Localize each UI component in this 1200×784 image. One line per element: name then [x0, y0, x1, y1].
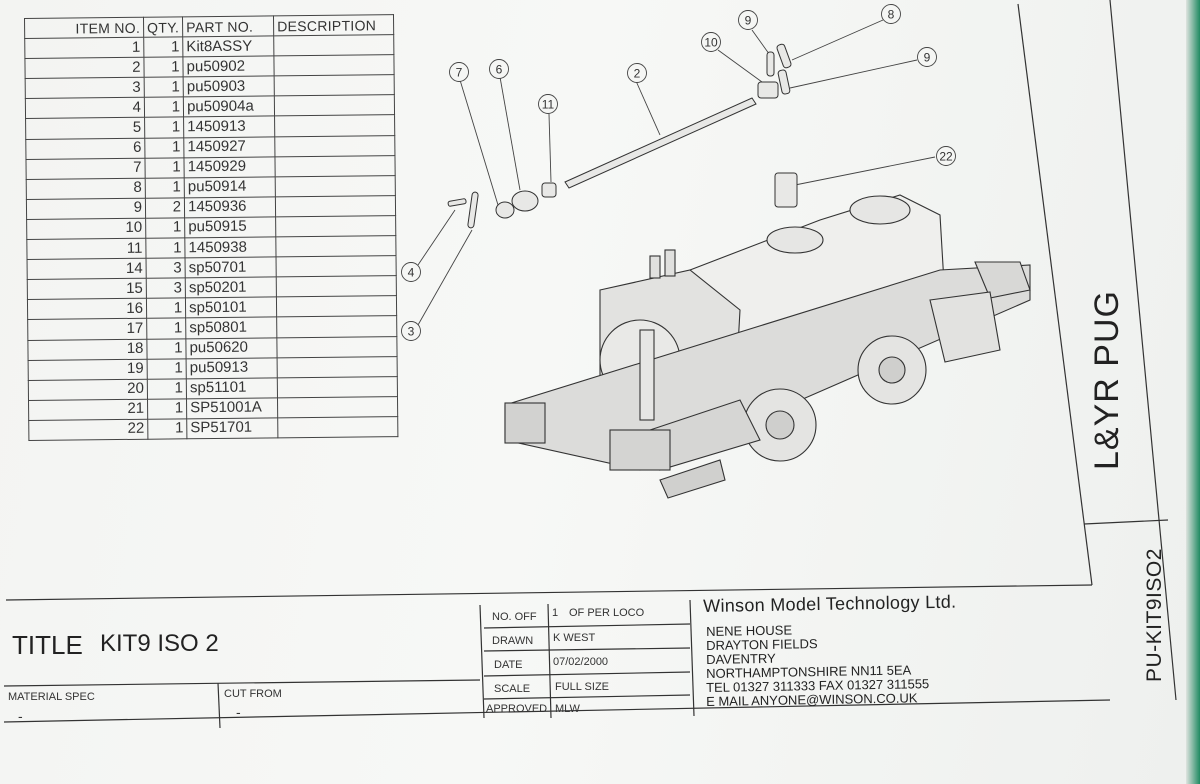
no-off-value: 1	[552, 607, 559, 619]
callout-circle	[489, 59, 509, 79]
callout-label: 22	[939, 150, 953, 164]
link-part-c	[777, 69, 791, 95]
drawing-title: L&YR PUG	[1088, 290, 1126, 470]
callout-circle	[449, 62, 469, 82]
clevis-part	[757, 81, 779, 99]
scale-label: SCALE	[494, 683, 531, 695]
collar-part	[511, 190, 539, 212]
callout-circle	[917, 47, 937, 67]
locomotive-assembly	[504, 194, 1031, 499]
callout-label: 9	[924, 51, 931, 65]
title-label: TITLE	[12, 630, 83, 660]
drawn-value: K WEST	[553, 632, 596, 644]
approved-value: MLW	[555, 703, 580, 715]
material-spec-value: -	[18, 708, 23, 724]
cut-from-value: -	[236, 704, 241, 720]
callout-circle	[936, 146, 956, 166]
callout-label: 7	[456, 66, 463, 80]
drawing-code: PU-KIT9ISO2	[1143, 548, 1166, 682]
sleeve-part	[774, 172, 798, 208]
callout-circle	[401, 262, 421, 282]
no-off-note: OF PER LOCO	[569, 607, 645, 619]
callout-label: 4	[408, 266, 415, 280]
small-pin-part	[447, 198, 467, 207]
exploded-parts	[447, 43, 798, 229]
sheet-edge	[1186, 0, 1200, 784]
company-name: Winson Model Technology Ltd.	[703, 591, 957, 616]
callout-label: 6	[496, 63, 503, 77]
bush-part	[541, 182, 557, 198]
date-label: DATE	[494, 659, 523, 671]
nut-part	[495, 201, 515, 219]
callout-label: 9	[745, 14, 752, 28]
drawn-label: DRAWN	[492, 635, 534, 647]
callout-circle	[881, 4, 901, 24]
material-spec-label: MATERIAL SPEC	[8, 691, 95, 703]
frame-border	[3, 0, 1177, 729]
approved-label: APPROVED	[486, 703, 548, 715]
callout-circle	[538, 94, 558, 114]
callout-label: 2	[634, 67, 641, 81]
cut-from-label: CUT FROM	[224, 688, 282, 700]
no-off-label: NO. OFF	[492, 611, 537, 623]
date-value: 07/02/2000	[553, 656, 609, 668]
callout-label: 8	[888, 8, 895, 22]
pin-part	[467, 191, 479, 229]
callout-circle	[738, 10, 758, 30]
callout-circle	[627, 63, 647, 83]
scale-value: FULL SIZE	[555, 681, 609, 693]
callout-circle	[401, 321, 421, 341]
callout-label: 3	[408, 325, 415, 339]
callout-bubbles: 7 6 11 2 10 9 8 9 22 4 3	[401, 4, 956, 341]
axle-rod-part	[564, 97, 757, 189]
callout-label: 10	[704, 36, 718, 50]
link-part-b	[776, 43, 792, 69]
callout-label: 11	[542, 98, 555, 112]
title-value: KIT9 ISO 2	[100, 630, 219, 657]
link-part-a	[766, 51, 775, 77]
callout-circle	[701, 32, 721, 52]
